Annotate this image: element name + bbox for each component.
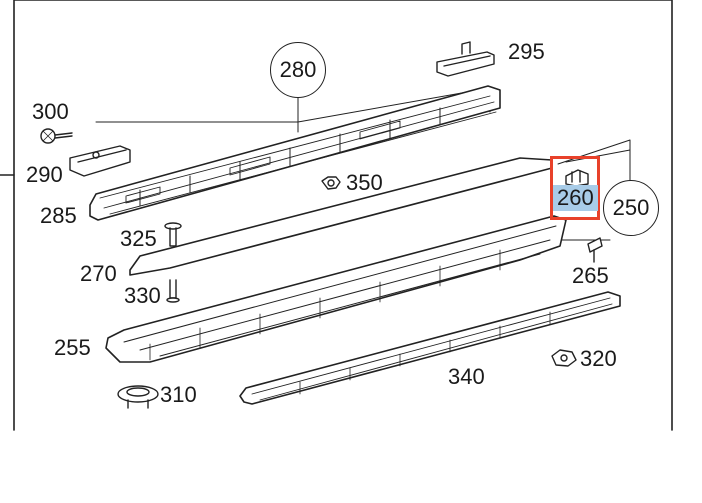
part-label-260[interactable]: 260 [553, 185, 598, 212]
screw-330 [166, 279, 180, 303]
frame-border [13, 0, 673, 431]
clip-265 [587, 237, 603, 263]
part-label-285[interactable]: 285 [40, 203, 77, 228]
part-label-340[interactable]: 340 [448, 364, 485, 389]
clip-260 [565, 169, 589, 187]
part-label-265[interactable]: 265 [572, 263, 609, 288]
nut-320 [551, 349, 577, 367]
screw-300 [40, 128, 73, 144]
part-label-330[interactable]: 330 [124, 283, 161, 308]
part-label-310[interactable]: 310 [160, 382, 197, 407]
part-label-295[interactable]: 295 [508, 39, 545, 64]
grommet-310 [117, 385, 159, 409]
part-label-255[interactable]: 255 [54, 335, 91, 360]
part-label-350[interactable]: 350 [346, 170, 383, 195]
bracket-290 [69, 145, 131, 177]
rail-340 [239, 291, 621, 405]
part-label-250[interactable]: 250 [603, 180, 659, 236]
nut-350 [321, 176, 341, 190]
bracket-295 [436, 41, 495, 77]
bolt-325 [164, 222, 182, 247]
part-label-290[interactable]: 290 [26, 162, 63, 187]
highlight-box-260 [550, 156, 600, 220]
carrier-280 [89, 85, 501, 221]
part-label-270[interactable]: 270 [80, 261, 117, 286]
running-board-255 [105, 215, 567, 363]
part-label-280[interactable]: 280 [270, 42, 326, 98]
part-label-320[interactable]: 320 [580, 346, 617, 371]
part-label-325[interactable]: 325 [120, 226, 157, 251]
part-label-300[interactable]: 300 [32, 99, 69, 124]
